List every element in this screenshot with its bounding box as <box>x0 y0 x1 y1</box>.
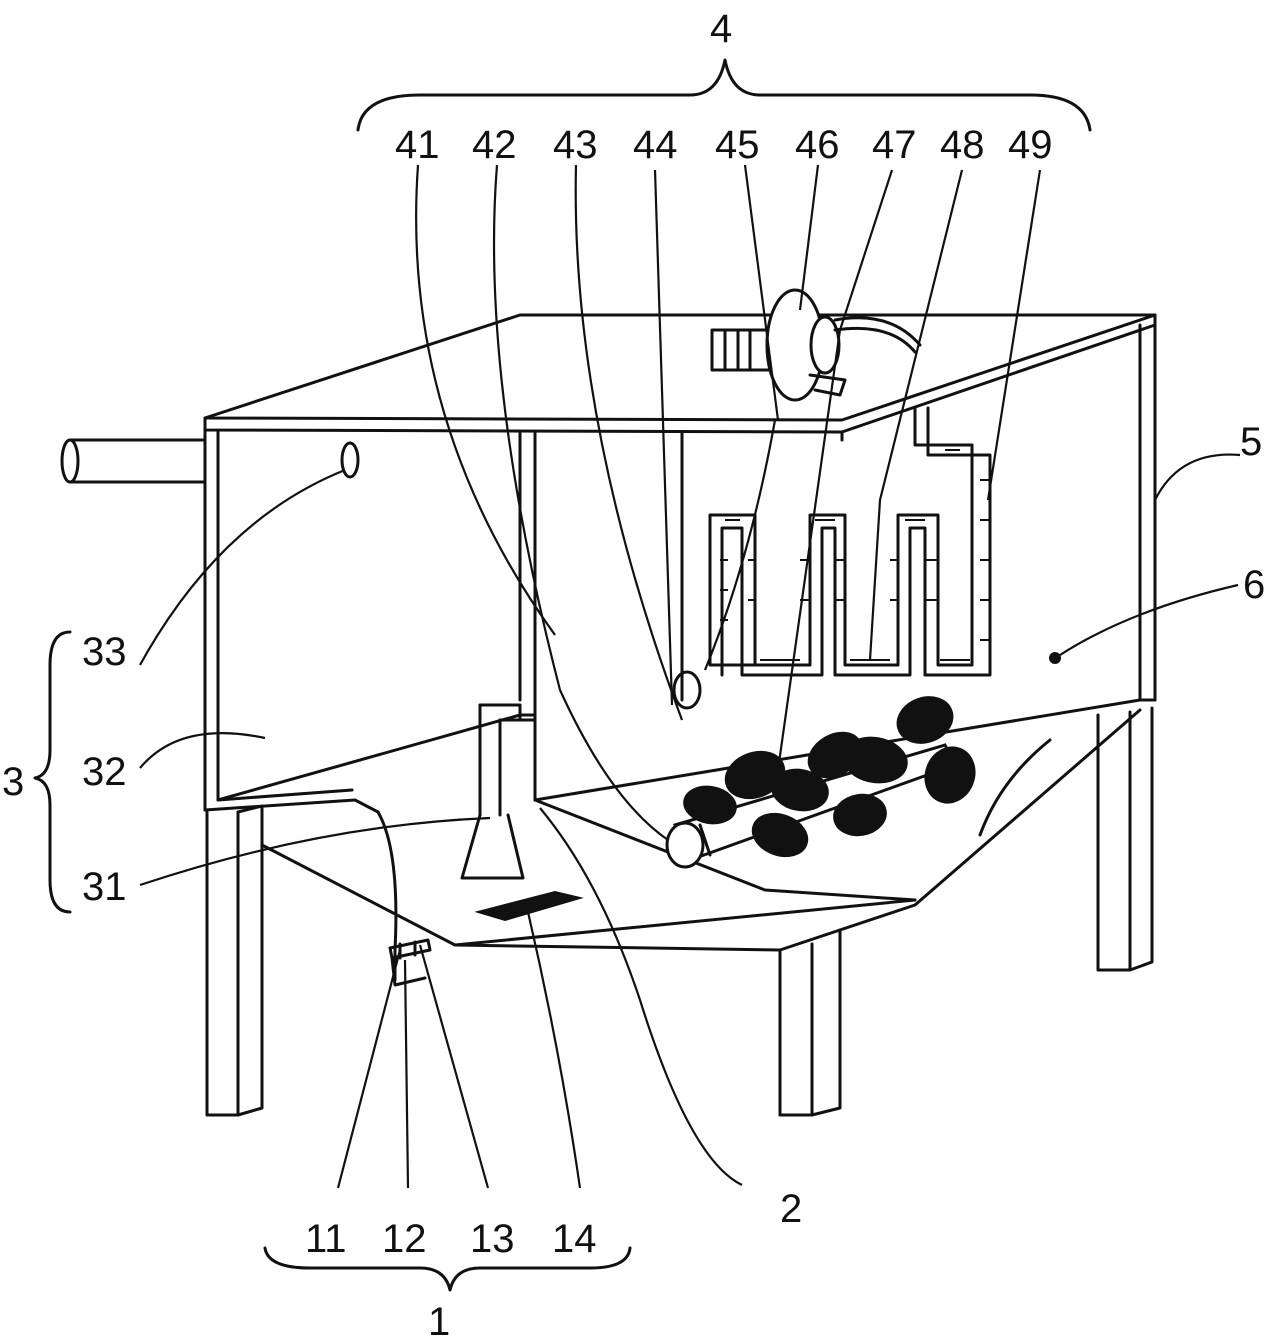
label-32: 32 <box>82 750 127 794</box>
label-6: 6 <box>1243 563 1265 607</box>
leader-lines <box>139 164 1241 1189</box>
label-4: 4 <box>710 7 732 51</box>
box-body <box>203 313 1157 982</box>
filter-plate-14 <box>474 890 584 922</box>
label-5: 5 <box>1240 420 1262 464</box>
lamp-44 <box>672 430 702 710</box>
sensor-33 <box>340 441 360 479</box>
label-44: 44 <box>633 123 678 167</box>
label-11: 11 <box>305 1217 347 1261</box>
top-lid <box>203 313 1157 434</box>
heating-coil <box>708 406 992 677</box>
spray-nozzle-31 <box>460 703 537 880</box>
brace-4 <box>356 58 1092 132</box>
label-42: 42 <box>472 123 517 167</box>
label-3: 3 <box>2 760 24 804</box>
stirring-shaft <box>665 696 1052 869</box>
brace-3 <box>33 630 72 914</box>
label-48: 48 <box>940 123 985 167</box>
label-45: 45 <box>715 123 760 167</box>
brace-1 <box>263 1246 632 1292</box>
label-1: 1 <box>428 1300 450 1344</box>
label-47: 47 <box>872 123 917 167</box>
number-labels: 4 41 42 43 44 45 46 47 48 49 5 6 33 32 3… <box>2 7 1265 1344</box>
label-46: 46 <box>795 123 840 167</box>
label-31: 31 <box>82 865 127 909</box>
label-2: 2 <box>780 1187 802 1231</box>
label-12: 12 <box>382 1217 427 1261</box>
label-49: 49 <box>1008 123 1053 167</box>
label-14: 14 <box>552 1217 597 1261</box>
legs <box>205 706 1154 1117</box>
blower-fan <box>710 288 922 402</box>
inlet-pipe <box>60 438 207 484</box>
label-33: 33 <box>82 630 127 674</box>
label-41: 41 <box>395 123 440 167</box>
point-6 <box>1049 652 1061 664</box>
label-43: 43 <box>553 123 598 167</box>
label-13: 13 <box>470 1217 515 1261</box>
